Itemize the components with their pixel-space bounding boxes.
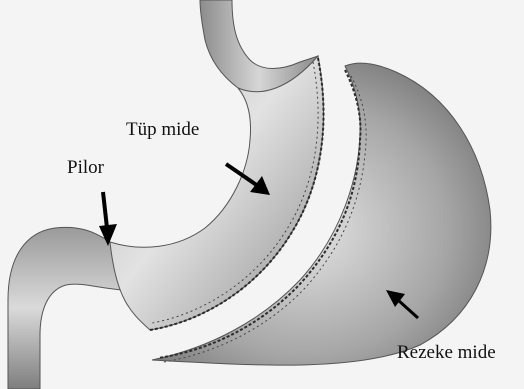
duodenum xyxy=(8,227,122,389)
resected-stomach-label: Rezeke mide xyxy=(397,343,496,362)
tube-stomach-label: Tüp mide xyxy=(126,120,199,139)
pylorus-label: Pilor xyxy=(67,158,104,177)
